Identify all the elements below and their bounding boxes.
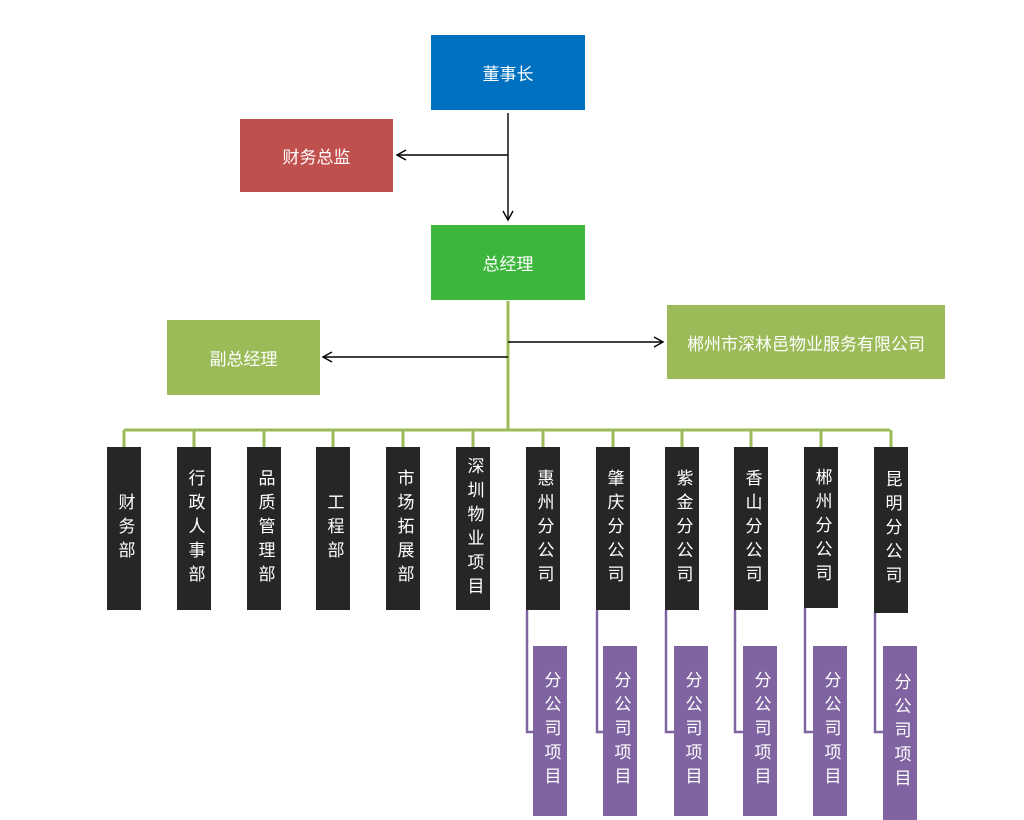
subsidiary-box[interactable]: 郴州市深林邑物业服务有限公司 [667, 305, 945, 379]
branch-project-box[interactable]: 分公司项目 [883, 646, 917, 820]
branch-project-line [595, 610, 603, 734]
subsidiary-label: 郴州市深林邑物业服务有限公司 [687, 334, 925, 355]
branch-project-box[interactable]: 分公司项目 [813, 646, 847, 816]
department-label: 财务部 [114, 492, 135, 565]
branch-project-line [803, 608, 813, 734]
department-label: 市场拓展部 [393, 468, 414, 589]
branch-project-box[interactable]: 分公司项目 [743, 646, 777, 816]
department-label: 肇庆分公司 [603, 468, 624, 589]
department-label: 昆明分公司 [881, 470, 902, 590]
department-box[interactable]: 肇庆分公司 [596, 447, 630, 610]
department-label: 郴州分公司 [811, 467, 832, 588]
department-box[interactable]: 行政人事部 [177, 447, 211, 610]
chairman-box[interactable]: 董事长 [431, 35, 585, 110]
deputy-gm-box[interactable]: 副总经理 [167, 320, 320, 395]
department-label: 深圳物业项目 [463, 456, 484, 601]
department-label: 行政人事部 [184, 468, 205, 589]
department-box[interactable]: 昆明分公司 [874, 447, 908, 613]
gm-box[interactable]: 总经理 [431, 225, 585, 300]
branch-project-label: 分公司项目 [750, 671, 771, 791]
branch-project-label: 分公司项目 [681, 671, 702, 791]
deputy-gm-label: 副总经理 [209, 350, 278, 370]
department-label: 紫金分公司 [672, 468, 693, 589]
department-box[interactable]: 郴州分公司 [804, 447, 838, 608]
department-box[interactable]: 市场拓展部 [386, 447, 420, 610]
project-lines [525, 608, 883, 734]
branch-project-line [664, 610, 674, 734]
department-box[interactable]: 紫金分公司 [665, 447, 699, 610]
branch-project-label: 分公司项目 [820, 671, 841, 791]
department-box[interactable]: 深圳物业项目 [456, 447, 490, 610]
branch-project-line [733, 610, 743, 734]
department-label: 工程部 [323, 492, 344, 565]
branch-project-box[interactable]: 分公司项目 [674, 646, 708, 816]
department-box[interactable]: 财务部 [107, 447, 141, 610]
branch-project-label: 分公司项目 [540, 671, 561, 791]
department-drop-lines [122, 430, 893, 447]
branch-project-line [873, 613, 883, 734]
branch-project-box[interactable]: 分公司项目 [533, 646, 567, 816]
cfo-label: 财务总监 [282, 148, 351, 168]
department-box[interactable]: 工程部 [316, 447, 350, 610]
branch-project-label: 分公司项目 [610, 671, 631, 791]
gm-label: 总经理 [482, 255, 534, 275]
department-label: 香山分公司 [741, 468, 762, 589]
branch-project-label: 分公司项目 [890, 673, 911, 793]
department-box[interactable]: 惠州分公司 [526, 447, 560, 610]
cfo-box[interactable]: 财务总监 [240, 119, 393, 192]
department-label: 惠州分公司 [533, 468, 554, 589]
branch-project-box[interactable]: 分公司项目 [603, 646, 637, 816]
department-box[interactable]: 香山分公司 [734, 447, 768, 610]
department-label: 品质管理部 [254, 468, 275, 589]
department-box[interactable]: 品质管理部 [247, 447, 281, 610]
chairman-label: 董事长 [482, 65, 534, 85]
branch-project-line [525, 610, 533, 734]
